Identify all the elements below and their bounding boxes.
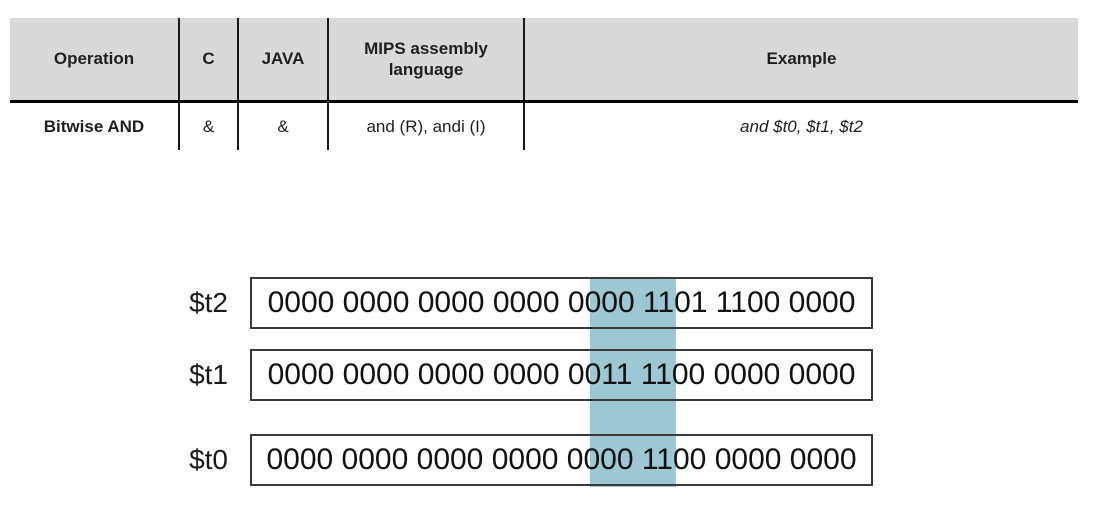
header-operation: Operation: [10, 18, 180, 103]
register-label: $t1: [189, 359, 228, 390]
table-header-row: Operation C JAVA MIPS assembly language …: [10, 18, 1078, 103]
register-box: 0000 0000 0000 0000 0000 1101 1100 0000: [250, 277, 873, 329]
cell-java: &: [238, 101, 329, 150]
cell-example: and $t0, $t1, $t2: [524, 101, 1078, 150]
register-label: $t2: [189, 287, 228, 318]
header-mips: MIPS assembly language: [328, 18, 525, 103]
register-label: $t0: [189, 444, 228, 475]
register-value: 0000 0000 0000 0000 0000 1101 1100 0000: [267, 286, 856, 319]
bit-highlight-band: [590, 277, 676, 487]
cell-mips: and (R), andi (I): [328, 101, 525, 150]
cell-operation: Bitwise AND: [10, 101, 180, 150]
header-example: Example: [524, 18, 1078, 103]
register-row-t2: $t2 0000 0000 0000 0000 0000 1101 1100 0…: [0, 277, 1109, 329]
operation-table: Operation C JAVA MIPS assembly language …: [10, 18, 1078, 150]
register-value: 0000 0000 0000 0000 0000 1100 0000 0000: [266, 443, 857, 476]
header-c: C: [179, 18, 239, 103]
register-row-t1: $t1 0000 0000 0000 0000 0011 1100 0000 0…: [0, 349, 1109, 401]
register-box: 0000 0000 0000 0000 0011 1100 0000 0000: [250, 349, 873, 401]
register-value: 0000 0000 0000 0000 0011 1100 0000 0000: [267, 358, 856, 391]
register-row-t0: $t0 0000 0000 0000 0000 0000 1100 0000 0…: [0, 434, 1109, 486]
table-row: Bitwise AND & & and (R), andi (I) and $t…: [10, 101, 1078, 150]
header-java: JAVA: [238, 18, 329, 103]
register-box: 0000 0000 0000 0000 0000 1100 0000 0000: [250, 434, 873, 486]
cell-c: &: [179, 101, 239, 150]
